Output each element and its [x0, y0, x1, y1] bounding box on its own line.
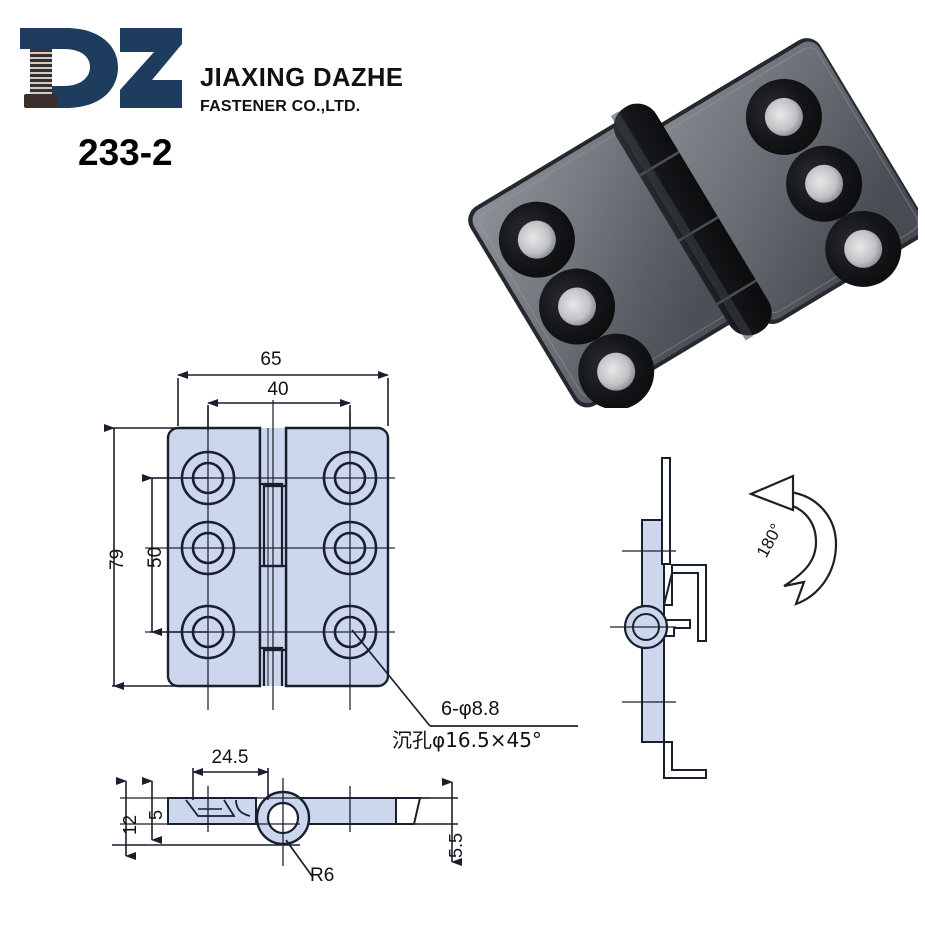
- dim-label-79: 79: [107, 548, 128, 570]
- hole: [745, 78, 822, 155]
- dim-label-r6: R6: [310, 865, 335, 886]
- dz-logo-icon: [20, 28, 182, 108]
- hinge-knuckle: [610, 103, 772, 341]
- front-view-centerlines: [145, 400, 395, 710]
- dim-label-24-5: 24.5: [211, 747, 249, 768]
- front-view-holes: [180, 450, 378, 660]
- hole-note-counterbore: 沉孔φ16.5×45°: [392, 728, 542, 752]
- rotation-label-180: 180°: [752, 520, 787, 561]
- dim-label-50: 50: [145, 546, 166, 568]
- hole: [539, 268, 616, 345]
- side-view: [610, 457, 707, 779]
- hole: [825, 210, 902, 287]
- dim-label-40: 40: [267, 379, 289, 400]
- dim-label-12: 12: [120, 814, 140, 835]
- hole: [498, 201, 575, 278]
- hole: [786, 145, 863, 222]
- hole: [578, 333, 655, 408]
- dim-label-5: 5: [146, 809, 166, 820]
- model-number: 233-2: [78, 132, 173, 173]
- company-subtitle: FASTENER CO.,LTD.: [200, 97, 361, 115]
- dim-40: [207, 399, 351, 430]
- dim-label-5-5: 5.5: [446, 832, 466, 858]
- front-view: [145, 400, 395, 710]
- countersunk-holes: [498, 78, 902, 408]
- bottom-view: [112, 778, 430, 866]
- hole-note-diameter: 6-φ8.8: [441, 698, 500, 720]
- product-photo: [468, 38, 918, 408]
- company-text-block: JIAXING DAZHE FASTENER CO.,LTD.: [200, 64, 404, 115]
- company-name: JIAXING DAZHE: [200, 64, 404, 92]
- dim-label-65: 65: [260, 349, 282, 370]
- dim-24-5: [192, 768, 269, 800]
- bolt-threads: [30, 52, 52, 94]
- r6-leader: [285, 839, 313, 877]
- brand-logo-block: JIAXING DAZHE FASTENER CO.,LTD.: [14, 22, 434, 132]
